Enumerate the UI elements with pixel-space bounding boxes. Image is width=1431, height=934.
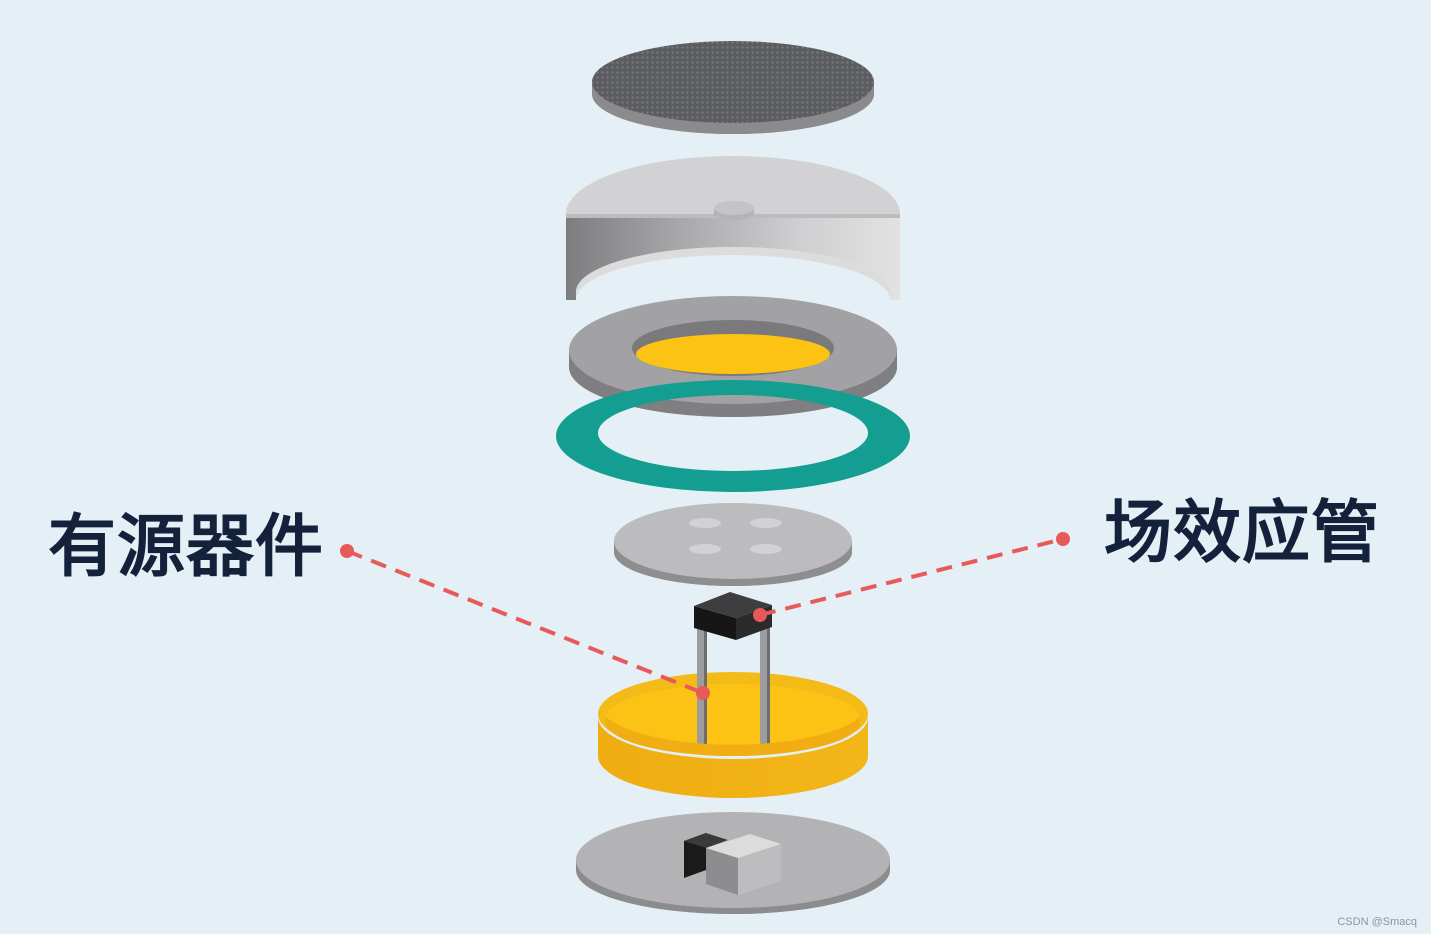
yellow-cup-back [598, 672, 868, 756]
label-active-device: 有源器件 [48, 508, 325, 587]
leader-dot-start [340, 544, 354, 558]
base-disc [576, 812, 890, 914]
yellow-cup-front [598, 717, 868, 798]
housing-shell [566, 156, 900, 300]
leader-line-active-device [340, 544, 710, 700]
watermark: CSDN @Smacq [1337, 916, 1417, 928]
leader-dot-start [753, 608, 767, 622]
leader-line-fet [753, 532, 1070, 622]
leader-dot-end [1056, 532, 1070, 546]
label-field-effect-transistor: 场效应管 [1104, 494, 1381, 573]
leader-dot-end [696, 686, 710, 700]
mesh-cover [592, 41, 874, 134]
teal-ring [556, 380, 910, 492]
circuit-disc [614, 503, 852, 586]
